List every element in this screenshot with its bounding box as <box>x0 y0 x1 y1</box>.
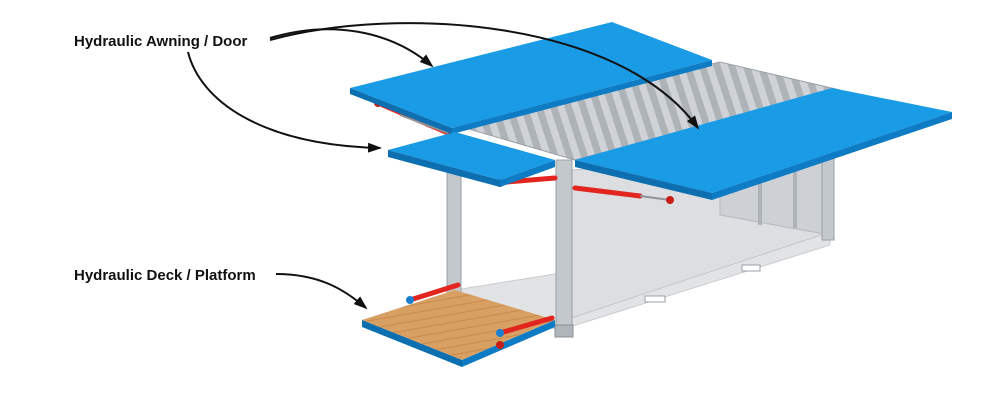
deck-cylinder <box>407 282 461 303</box>
deck-surface <box>362 290 555 360</box>
deck-edge <box>362 320 462 367</box>
callout-arrows <box>187 22 700 310</box>
awning-panel-edge <box>712 112 952 200</box>
awning-panel-edge <box>500 160 555 187</box>
awning-panel-edge <box>350 88 452 134</box>
corner-fitting <box>554 324 574 338</box>
deck-label: Hydraulic Deck / Platform <box>74 267 256 284</box>
awning-label: Hydraulic Awning / Door <box>74 33 248 50</box>
corner-post <box>821 149 835 241</box>
awning-panel-right <box>575 88 952 193</box>
awning-panel-front-left <box>388 132 555 180</box>
curved-arrow-icon <box>269 28 434 68</box>
awning-panel-edge <box>575 160 712 200</box>
deck-platform <box>362 282 555 367</box>
curved-arrow-icon <box>275 273 368 310</box>
corner-post <box>555 159 573 336</box>
deck-cylinder <box>497 315 555 336</box>
container-body <box>454 154 831 331</box>
awning-panels <box>350 22 952 200</box>
fork-pocket <box>741 264 761 272</box>
awning-panel-back-left <box>350 22 712 128</box>
curved-arrow-icon <box>269 22 700 130</box>
awning-panel-edge <box>452 60 712 134</box>
awning-panel-edge <box>388 150 500 187</box>
fork-pocket <box>644 295 666 303</box>
deck-edge <box>462 320 555 367</box>
curved-arrow-icon <box>187 51 382 153</box>
